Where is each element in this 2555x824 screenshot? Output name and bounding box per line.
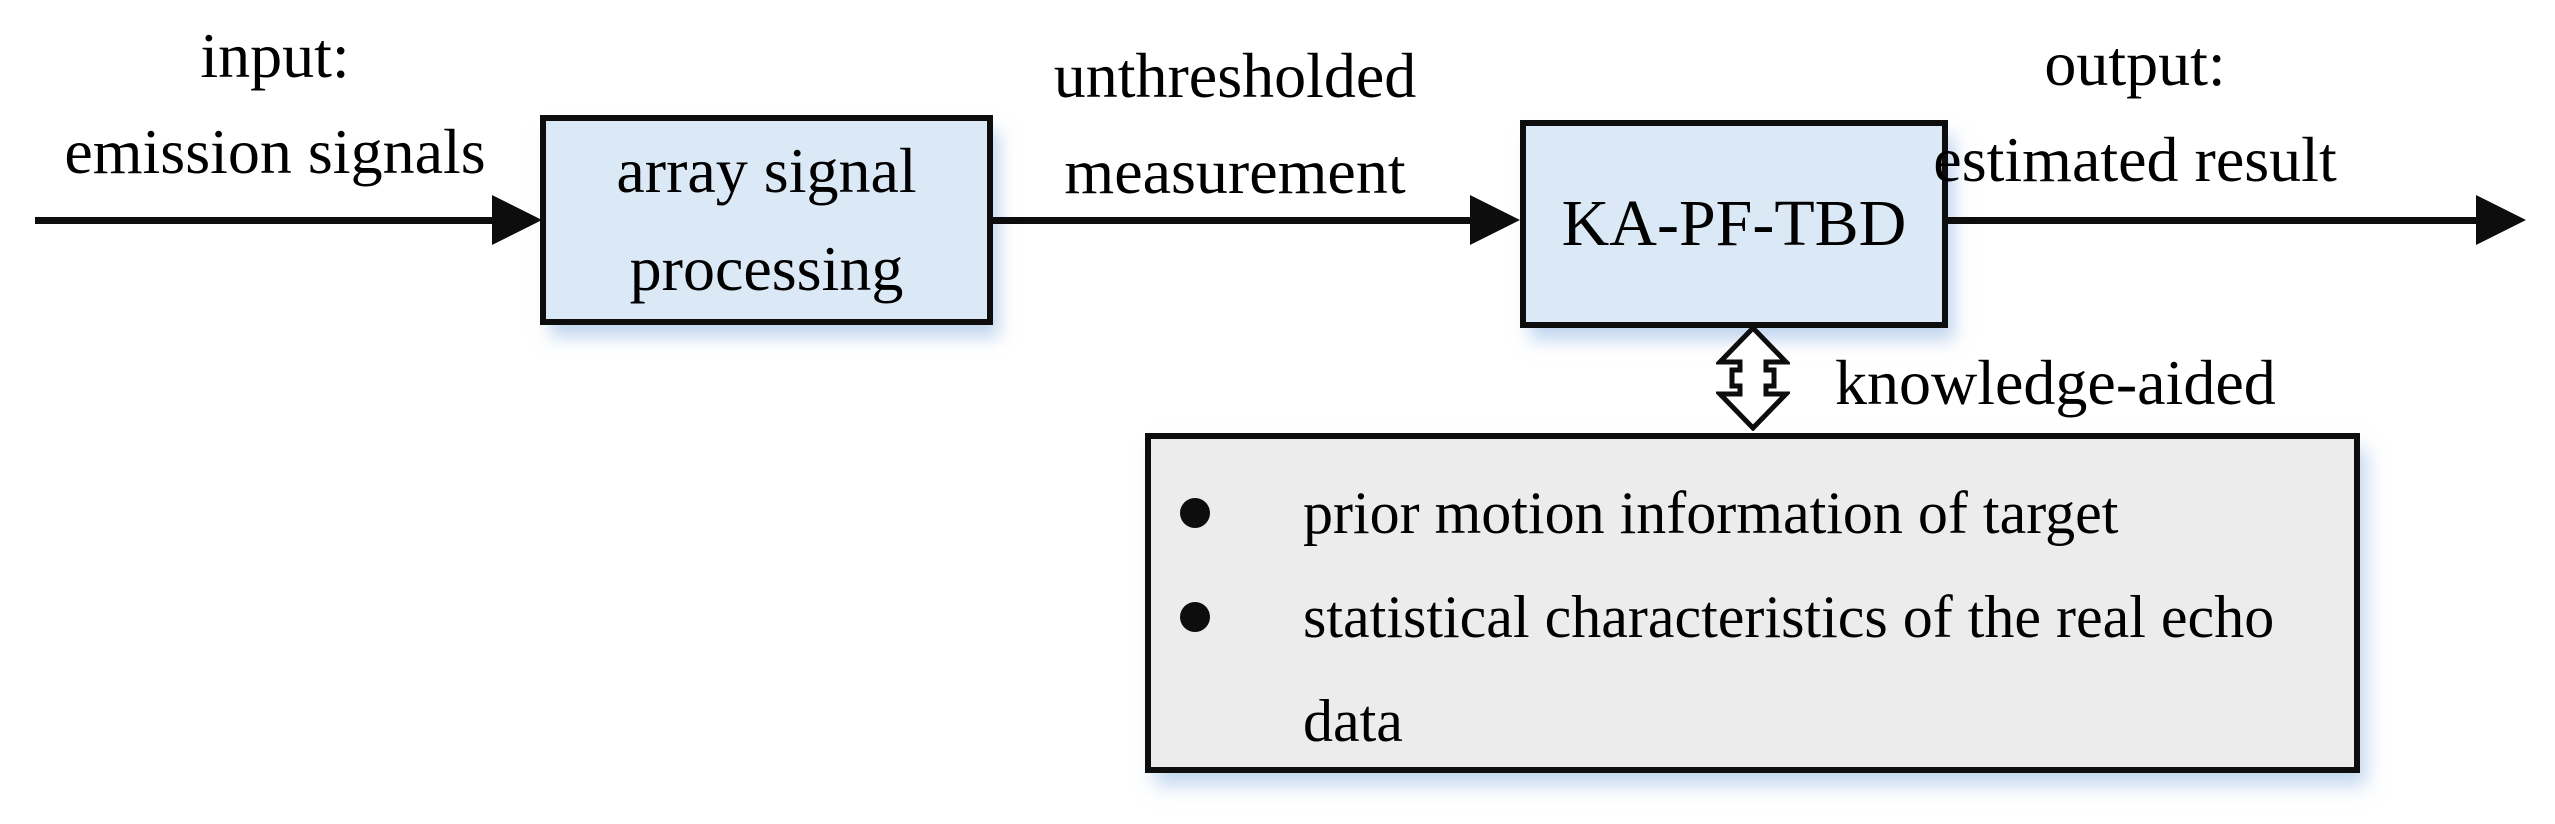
output-label-line2: estimated result [1933,124,2337,195]
input-label: input: emission signals [30,8,520,200]
output-label-line1: output: [2044,28,2226,99]
measurement-label-line1: unthresholded [1053,40,1417,111]
array-signal-processing-box: array signal processing [540,115,993,325]
knowledge-item-1: prior motion information of target [1303,480,2119,546]
bullet-icon [1180,498,1210,528]
bullet-icon [1180,602,1210,632]
array-box-line2: processing [629,233,904,304]
knowledge-box: prior motion information of target stati… [1145,433,2360,773]
output-arrow-line [1948,217,2478,224]
knowledge-aided-label: knowledge-aided [1835,347,2276,418]
list-item: statistical characteristics of the real … [1180,565,2354,773]
input-label-line2: emission signals [64,116,486,187]
ka-pf-tbd-label: KA-PF-TBD [1561,187,1907,260]
measurement-arrowhead-icon [1470,195,1520,245]
knowledge-item-2: statistical characteristics of the real … [1303,584,2275,754]
ka-pf-tbd-box: KA-PF-TBD [1520,120,1948,328]
input-arrowhead-icon [492,195,542,245]
input-arrow-line [35,217,495,224]
input-label-line1: input: [200,20,350,91]
output-label: output: estimated result [1875,16,2395,208]
up-down-arrow-icon [1716,325,1790,431]
measurement-label: unthresholded measurement [970,28,1500,220]
array-box-line1: array signal [616,135,917,206]
measurement-label-line2: measurement [1064,136,1406,207]
measurement-arrow-line [993,217,1474,224]
list-item: prior motion information of target [1180,461,2354,565]
output-arrowhead-icon [2476,195,2526,245]
